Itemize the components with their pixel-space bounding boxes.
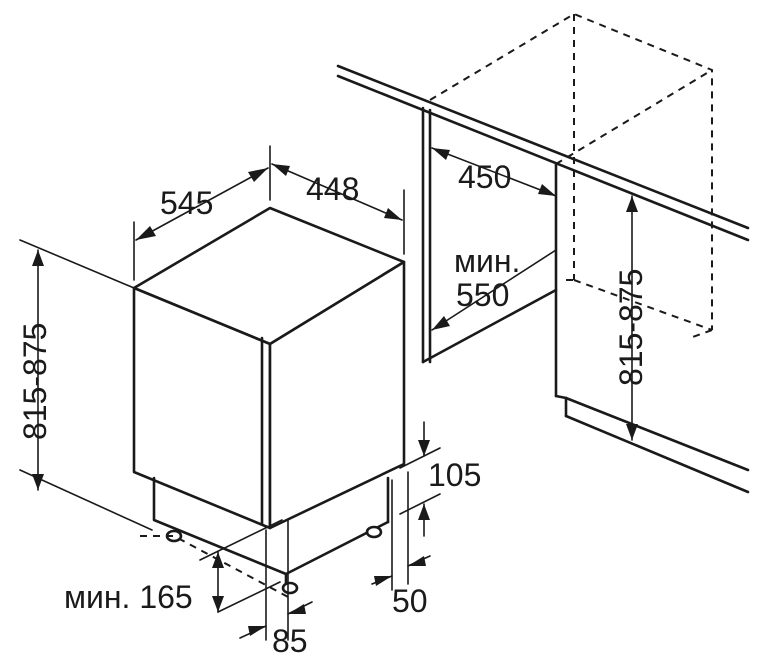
- plinth-depth-label: мин. 165: [64, 579, 193, 615]
- countertop-top-edge: [336, 64, 750, 230]
- width-label: 448: [306, 171, 359, 207]
- countertop-bottom-edge: [336, 74, 750, 242]
- width-line: [271, 163, 403, 221]
- right-cabinet-floor-1: [564, 396, 750, 472]
- plinth-depth-arrow-bottom: [212, 596, 224, 612]
- plinth-height-ext-bottom: [399, 493, 441, 515]
- plinth-height-label: 105: [428, 457, 481, 493]
- plinth-gap-label: 50: [392, 583, 428, 619]
- depth-line: [135, 167, 269, 241]
- height-label: 815-875: [17, 323, 53, 440]
- width-arrow-right: [384, 208, 402, 220]
- niche-depth-prefix: мин.: [454, 243, 520, 279]
- gap-arrow-right: [408, 556, 426, 566]
- foot-back-right: [365, 525, 383, 539]
- niche-depth-arrow: [432, 316, 450, 330]
- height-extension-top: [19, 239, 135, 289]
- plinth-dashed-floor: [140, 535, 291, 599]
- plinth-front: [152, 476, 288, 576]
- plinth-depth-arrow-top: [212, 552, 224, 568]
- gap-arrow-left: [374, 576, 392, 586]
- foot-offset-label: 85: [272, 623, 308, 659]
- left-cabinet-floor: [421, 288, 558, 364]
- plinth-depth-ext-bottom: [217, 581, 281, 613]
- foot-offset-arrow-right: [288, 604, 306, 614]
- niche-depth-value: 550: [456, 277, 509, 313]
- niche-dashed-diagonal: [555, 69, 713, 165]
- plinth-height-ext-top: [399, 447, 441, 469]
- dishwasher-group: [19, 145, 441, 641]
- width-arrow-left: [272, 164, 290, 176]
- depth-arrow-left: [136, 226, 156, 240]
- plinth-height-arrow-top: [418, 440, 430, 456]
- niche-width-line: [431, 147, 557, 197]
- right-cabinet-corner: [554, 394, 568, 400]
- dishwasher-side-face: [268, 260, 406, 530]
- plinth-height-arrow-bottom: [418, 504, 430, 520]
- niche-depth-line: [431, 249, 557, 331]
- foot-front-right: [281, 581, 299, 595]
- height-arrow-top: [32, 250, 44, 266]
- niche-dashed-floor-back: [573, 279, 713, 331]
- niche-dashed-corner: [689, 329, 713, 339]
- height-arrow-bottom: [32, 474, 44, 490]
- depth-label: 545: [160, 185, 213, 221]
- niche-height-label: 815-875: [613, 269, 649, 386]
- niche-width-arrow-left: [432, 148, 450, 160]
- right-cabinet-floor-2: [564, 414, 750, 494]
- niche-width-arrow-right: [538, 184, 556, 196]
- height-extension-bottom: [19, 469, 153, 531]
- niche-dashed-top: [429, 12, 713, 330]
- niche-height-arrow-top: [626, 196, 638, 212]
- niche-width-label: 450: [458, 159, 511, 195]
- foot-offset-arrow-left: [248, 626, 266, 636]
- niche-group: [336, 12, 750, 494]
- depth-arrow-right: [248, 168, 268, 182]
- niche-height-arrow-bottom: [626, 424, 638, 440]
- plinth-depth-ext-top: [199, 519, 283, 561]
